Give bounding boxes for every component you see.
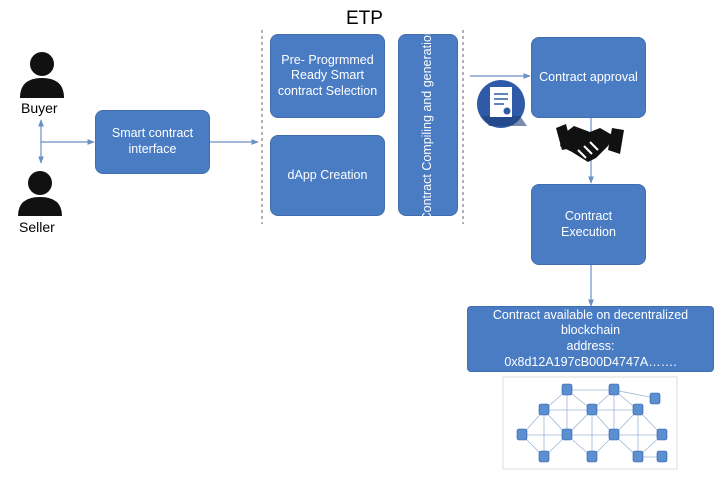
smart-contract-interface-text: Smart contract interface <box>111 126 194 156</box>
blockchain-network-icon <box>502 376 678 470</box>
dapp-creation-box: dApp Creation <box>270 135 385 216</box>
contract-approval-box: Contract approval <box>531 37 646 118</box>
contract-compiling-label-wrap: Contract Compiling and generation <box>398 28 458 221</box>
seller-label: Seller <box>19 219 55 235</box>
contract-approval-text: Contract approval <box>539 69 638 84</box>
contract-compiling-text: Contract Compiling and generation <box>420 28 435 222</box>
preprogrammed-selection-box: Pre- Progrmmed Ready Smart contract Sele… <box>270 34 385 118</box>
buyer-person-icon <box>20 52 64 98</box>
blockchain-line-1: Contract available on decentralized bloc… <box>492 307 689 338</box>
dapp-creation-text: dApp Creation <box>287 167 368 182</box>
etp-title: ETP <box>346 8 383 29</box>
certificate-icon <box>477 80 527 128</box>
contract-execution-text: Contract Execution <box>561 208 616 239</box>
contract-compiling-box <box>398 34 458 216</box>
handshake-icon <box>556 124 624 162</box>
smart-contract-interface-box: Smart contract interface <box>95 110 210 174</box>
contract-execution-box: Contract Execution <box>531 184 646 265</box>
blockchain-line-2: address: <box>566 339 615 353</box>
preprogrammed-selection-text: Pre- Progrmmed Ready Smart contract Sele… <box>277 52 378 98</box>
blockchain-address-box: Contract available on decentralized bloc… <box>467 306 714 372</box>
blockchain-line-3: 0x8d12A197cB00D4747A……. <box>504 354 677 369</box>
buyer-label: Buyer <box>21 100 58 116</box>
seller-person-icon <box>18 171 62 216</box>
